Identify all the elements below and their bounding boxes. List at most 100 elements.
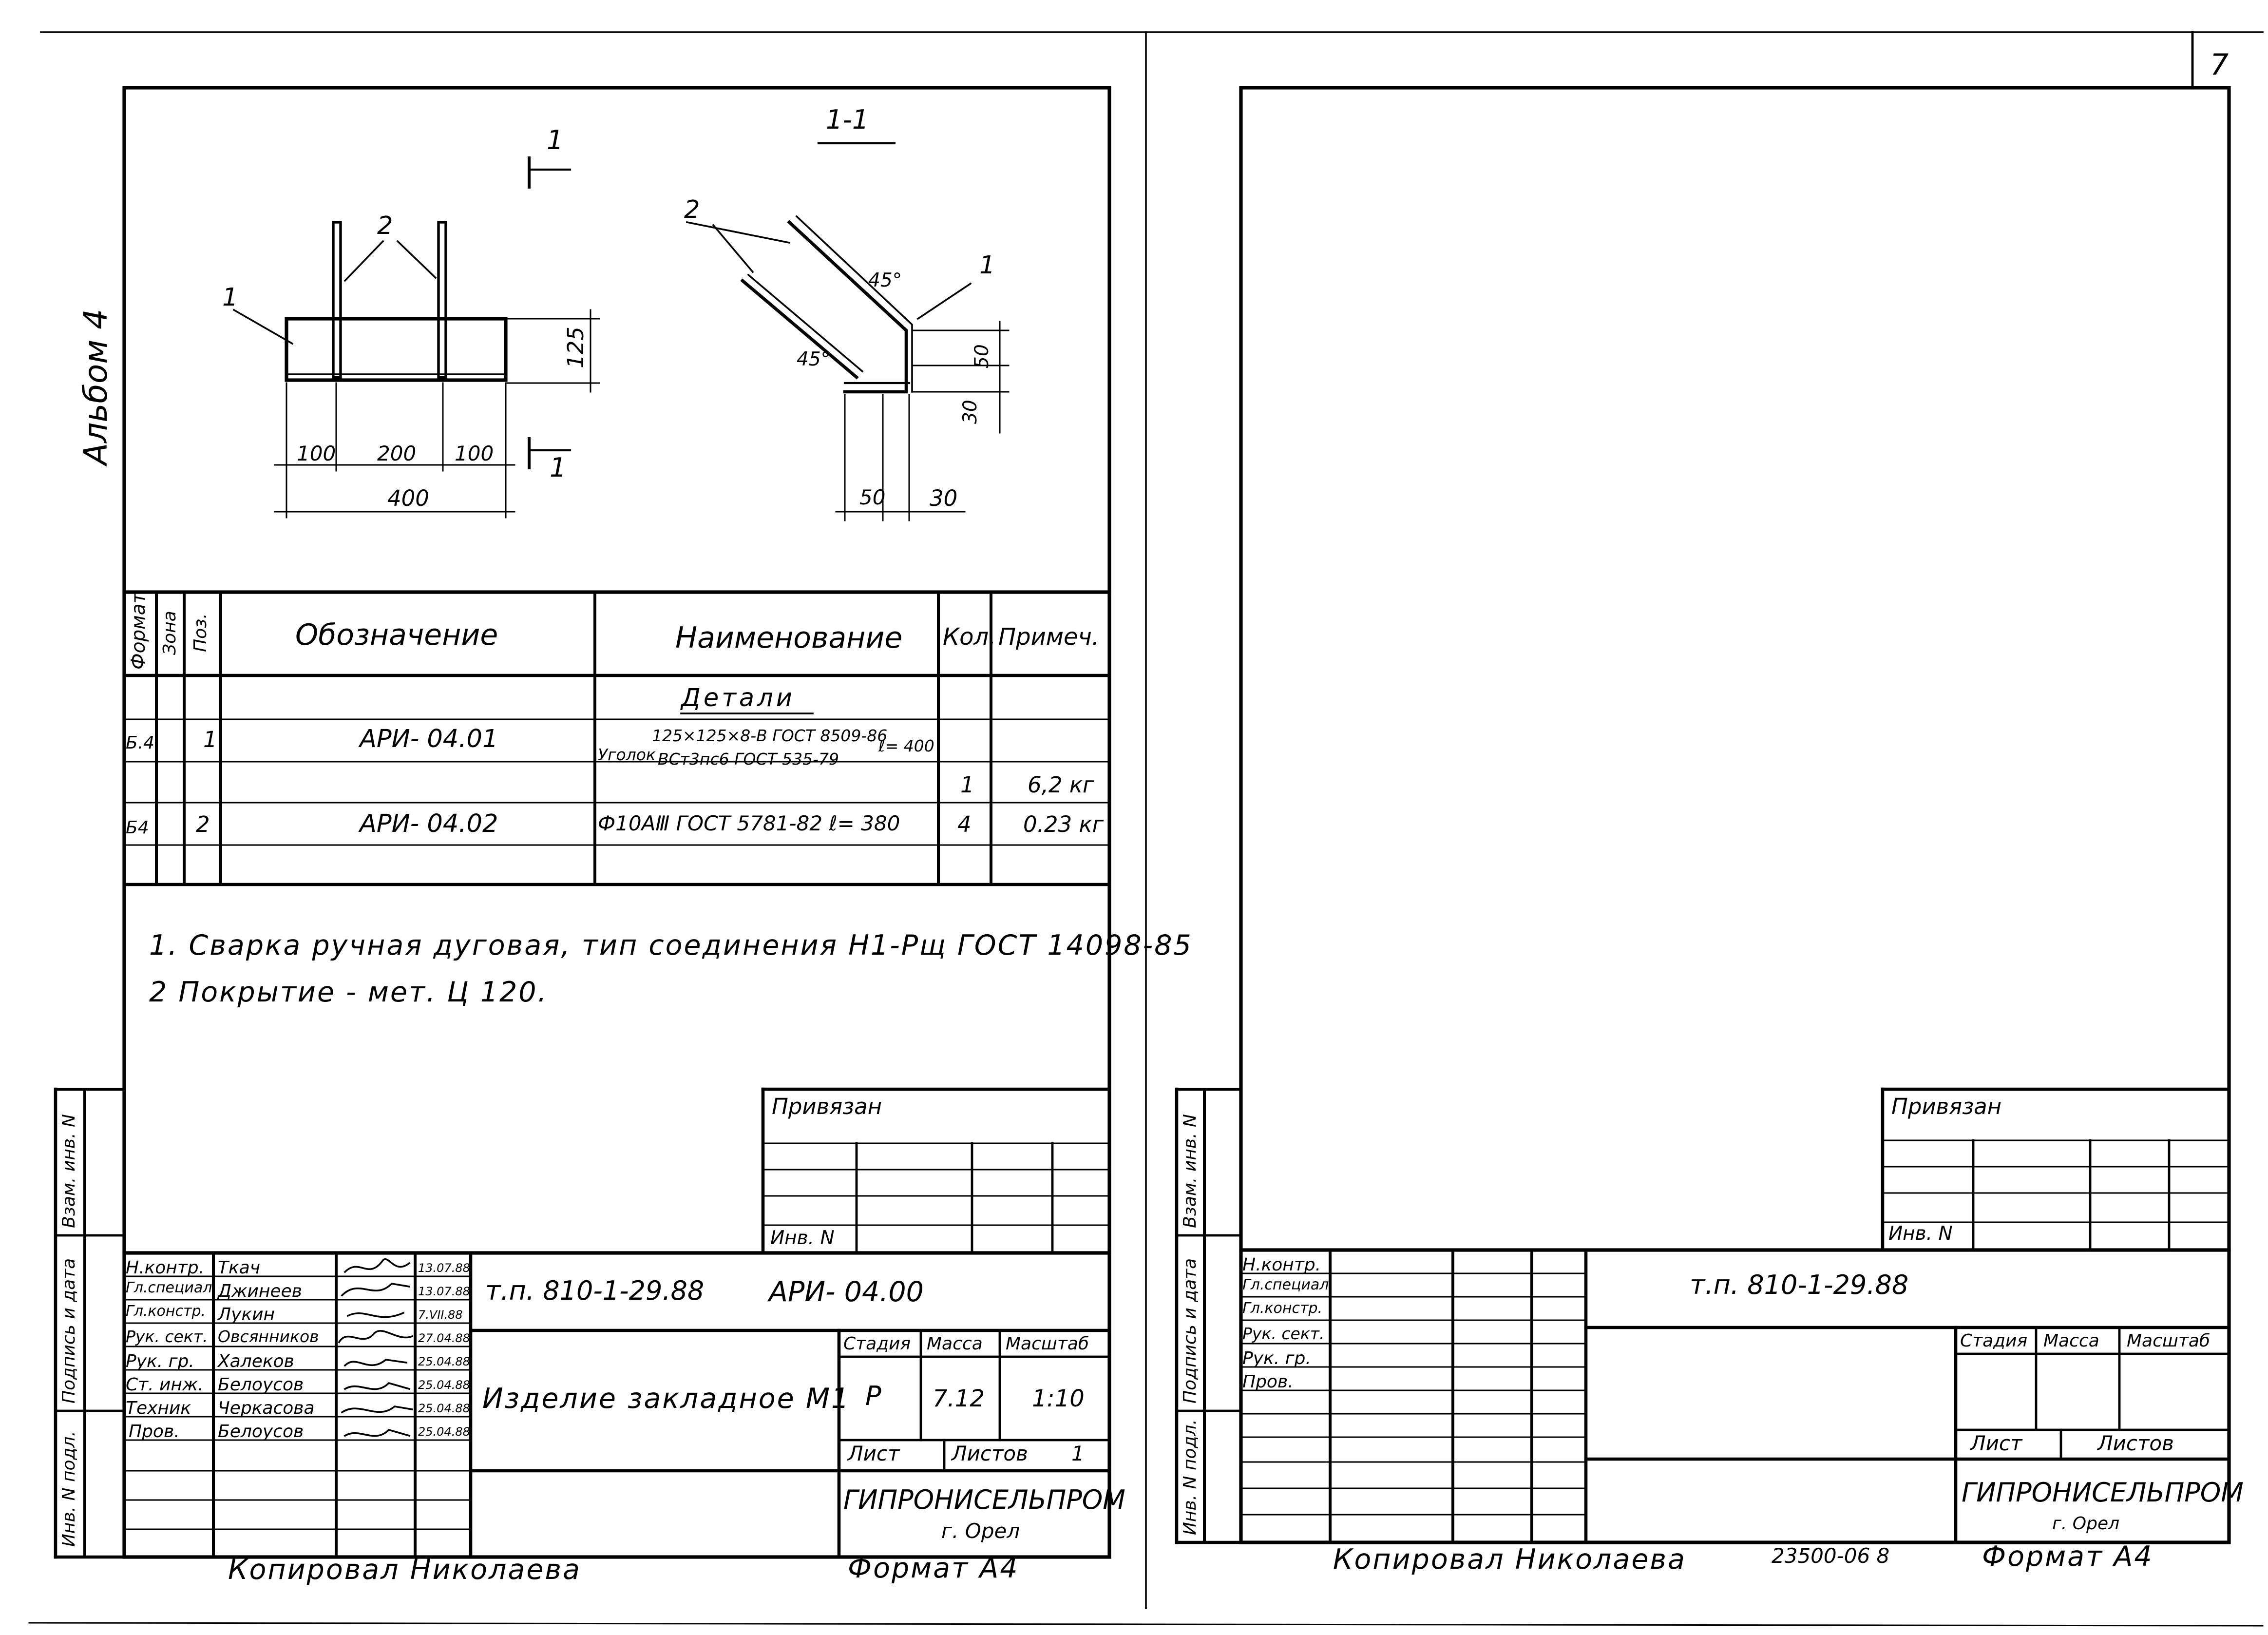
angle-label: 45° xyxy=(797,349,831,371)
col-zone-header: Зона xyxy=(159,611,180,655)
dimension-label: 100 xyxy=(455,443,494,466)
position-label: 2 xyxy=(377,212,393,241)
scale-header: Масштаб xyxy=(1006,1333,1089,1354)
person-name: Белоусов xyxy=(218,1374,304,1395)
role-label: Рук. гр. xyxy=(1242,1348,1311,1368)
page-number: 7 xyxy=(2210,47,2229,82)
album-label: Альбом 4 xyxy=(79,308,115,465)
sign-date: 25.04.88 xyxy=(418,1379,470,1392)
project-code: т.п. 810-1-29.88 xyxy=(485,1276,705,1307)
role-label: Пров. xyxy=(129,1421,180,1442)
sign-date: 25.04.88 xyxy=(418,1355,470,1368)
person-name: Ткач xyxy=(218,1257,261,1278)
inv-n-label: Инв. N xyxy=(770,1228,835,1250)
stage-value: Р xyxy=(865,1382,881,1412)
section-mark-top: 1 xyxy=(547,126,564,156)
row-format: Б4 xyxy=(126,817,149,838)
format-label: Формат А4 xyxy=(848,1553,1019,1585)
note-line: 2 Покрытие - мет. Ц 120. xyxy=(149,977,548,1009)
role-label: Рук. гр. xyxy=(126,1351,194,1371)
position-label: 2 xyxy=(684,196,700,225)
privyazan-label: Привязан xyxy=(1891,1094,2002,1120)
position-label: 1 xyxy=(222,284,238,313)
col-format-header: Формат xyxy=(129,592,151,670)
side-label-vzam: Взам. инв. N xyxy=(58,1114,79,1228)
section-mark-bottom: 1 xyxy=(550,453,567,484)
person-name: Лукин xyxy=(218,1304,275,1325)
project-code: т.п. 810-1-29.88 xyxy=(1690,1270,1909,1301)
mass-header: Масса xyxy=(2043,1330,2099,1351)
row-pos: 2 xyxy=(196,811,210,838)
city: г. Орел xyxy=(941,1520,1020,1544)
role-label: Рук. сект. xyxy=(1242,1325,1325,1344)
person-name: Овсянников xyxy=(218,1327,319,1346)
dimension-label: 100 xyxy=(297,443,336,466)
dimension-label: 30 xyxy=(930,485,958,512)
lists-header: Листов xyxy=(2097,1433,2174,1456)
sign-date: 25.04.88 xyxy=(418,1402,470,1415)
role-label: Гл.специал. xyxy=(1242,1278,1334,1294)
role-label: Пров. xyxy=(1242,1371,1294,1392)
dimension-label: 400 xyxy=(387,485,429,512)
format-label: Формат А4 xyxy=(1982,1541,2154,1573)
sign-date: 13.07.88 xyxy=(418,1262,470,1275)
mass-header: Масса xyxy=(927,1333,983,1354)
row-pos: 1 xyxy=(203,727,217,753)
copied-by: Копировал Николаева xyxy=(1333,1544,1686,1576)
row-name-length: ℓ= 400 xyxy=(878,737,934,756)
city: г. Орел xyxy=(2052,1513,2120,1534)
item-title: Изделие закладное М1 xyxy=(482,1383,851,1415)
inv-n-label: Инв. N xyxy=(1888,1224,1953,1246)
privyazan-label: Привязан xyxy=(772,1094,882,1120)
organization: ГИПРОНИСЕЛЬПРОМ xyxy=(1962,1478,2244,1509)
lists-value: 1 xyxy=(1071,1443,1085,1466)
row-name-prefix: Уголок xyxy=(598,746,656,765)
person-name: Белоусов xyxy=(218,1421,304,1442)
col-designation-header: Обозначение xyxy=(295,617,498,652)
position-label: 1 xyxy=(979,251,995,281)
role-label: Техник xyxy=(126,1398,191,1418)
side-label-sign-date: Подпись и дата xyxy=(58,1258,79,1404)
col-name-header: Наименование xyxy=(675,620,903,655)
person-name: Черкасова xyxy=(218,1398,315,1418)
row-name-line1: 125×125×8-В ГОСТ 8509-86 xyxy=(652,727,888,746)
spec-section-title: Детали xyxy=(681,684,795,713)
document-code: АРИ- 04.00 xyxy=(769,1276,924,1308)
role-label: Рук. сект. xyxy=(126,1327,208,1346)
list-header: Лист xyxy=(848,1443,900,1466)
scale-value: 1:10 xyxy=(1032,1385,1085,1412)
archive-stamp: 23500-06 8 xyxy=(1772,1545,1890,1569)
dimension-label: 30 xyxy=(960,400,982,424)
lists-header: Листов xyxy=(952,1443,1028,1466)
side-label-vzam: Взам. инв. N xyxy=(1180,1114,1200,1228)
row-designation: АРИ- 04.01 xyxy=(360,725,498,754)
role-label: Н.контр. xyxy=(126,1257,205,1278)
row-note: 0.23 кг xyxy=(1023,811,1104,838)
dimension-label: 50 xyxy=(972,344,994,368)
stage-header: Стадия xyxy=(1960,1330,2028,1351)
row-name-line2: ВСт3пс6 ГОСТ 535-79 xyxy=(658,750,839,769)
row-designation: АРИ- 04.02 xyxy=(360,810,498,839)
row-qty: 4 xyxy=(957,811,972,838)
side-label-inv-orig: Инв. N подл. xyxy=(58,1431,79,1547)
role-label: Ст. инж. xyxy=(126,1374,204,1395)
mass-value: 7.12 xyxy=(933,1385,985,1412)
stage-header: Стадия xyxy=(843,1333,911,1354)
person-name: Джинеев xyxy=(218,1281,303,1301)
role-label: Н.контр. xyxy=(1242,1254,1321,1275)
dimension-label: 50 xyxy=(859,487,886,510)
dimension-label: 200 xyxy=(377,443,417,466)
row-format: Б.4 xyxy=(126,732,155,753)
col-qty-header: Кол. xyxy=(943,623,996,651)
section-title: 1-1 xyxy=(826,105,869,136)
angle-label: 45° xyxy=(868,270,902,292)
col-note-header: Примеч. xyxy=(998,623,1100,651)
row-note: 6,2 кг xyxy=(1028,772,1094,798)
note-line: 1. Сварка ручная дуговая, тип соединения… xyxy=(149,930,1193,962)
role-label: Гл.констр. xyxy=(1242,1301,1323,1317)
role-label: Гл.специал. xyxy=(126,1281,217,1297)
side-label-inv-orig: Инв. N подл. xyxy=(1180,1419,1200,1535)
organization: ГИПРОНИСЕЛЬПРОМ xyxy=(843,1485,1125,1516)
copied-by: Копировал Николаева xyxy=(228,1554,581,1586)
